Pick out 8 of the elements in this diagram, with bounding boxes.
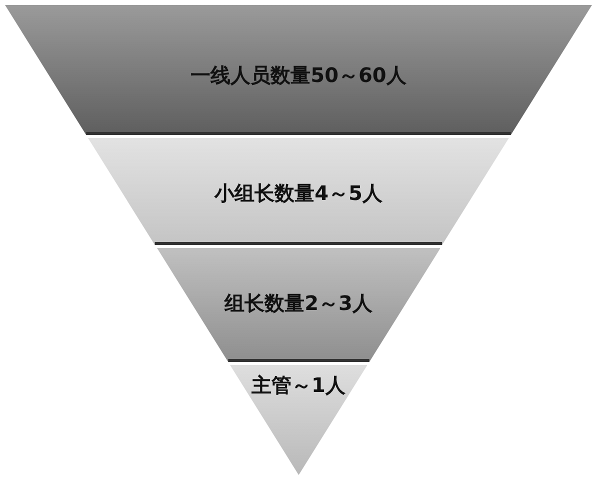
pyramid-tier — [230, 365, 368, 475]
pyramid-tier — [5, 5, 592, 135]
tier-label: 组长数量2～3人 — [224, 290, 372, 317]
tier-label: 一线人员数量50～60人 — [190, 62, 406, 89]
tier-label: 小组长数量4～5人 — [214, 180, 382, 207]
pyramid-tier — [88, 138, 509, 245]
pyramid-tier — [156, 248, 440, 362]
tier-label: 主管～1人 — [252, 372, 346, 399]
